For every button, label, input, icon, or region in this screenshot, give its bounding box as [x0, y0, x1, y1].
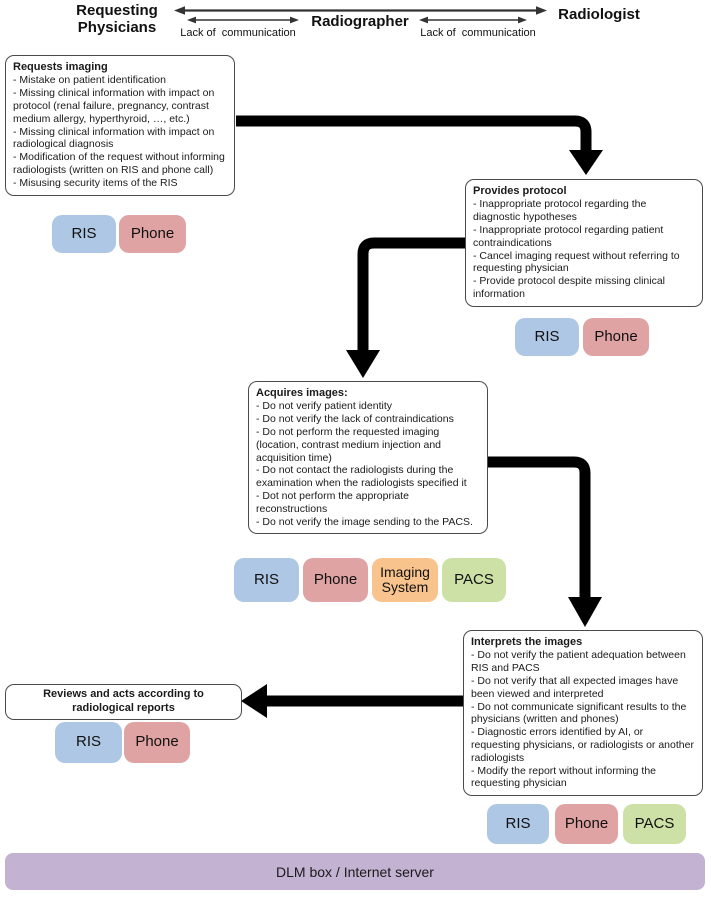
box-item: - Modification of the request without in… — [13, 151, 225, 176]
chip-phone: Phone — [583, 318, 649, 356]
lack-of-communication-label-right: Lack of communication — [420, 27, 536, 39]
box-items: - Do not verify patient identity- Do not… — [256, 400, 480, 528]
box-title: Provides protocol — [473, 185, 567, 197]
flow-arrow-4 — [241, 684, 463, 718]
box-acquires-images: Acquires images: - Do not verify patient… — [248, 381, 488, 535]
chip-phone: Phone — [124, 722, 190, 763]
chip-phone: Phone — [119, 215, 186, 253]
box-reviews-reports: Reviews and acts according to radiologic… — [5, 684, 242, 720]
box-title: Interprets the images — [471, 636, 583, 648]
box-item: - Dot not perform the appropriate recons… — [256, 489, 409, 515]
box-items: - Inappropriate protocol regarding the d… — [473, 198, 695, 300]
box-item: - Missing clinical information with impa… — [13, 87, 215, 125]
dlm-internet-server-bar: DLM box / Internet server — [5, 853, 705, 890]
communication-arrow-right — [419, 16, 527, 24]
actor-radiographer: Radiographer — [311, 13, 409, 30]
box-title: Acquires images: — [256, 387, 348, 399]
chip-phone: Phone — [303, 558, 368, 602]
box-interprets-images: Interprets the images - Do not verify th… — [463, 630, 703, 797]
box-item: - Provide protocol despite missing clini… — [473, 275, 665, 300]
box-item: - Do not contact the radiologists during… — [256, 464, 467, 490]
actor-requesting-physicians: Requesting Physicians — [76, 2, 158, 37]
box-item: - Missing clinical information with impa… — [13, 125, 215, 151]
flow-arrow-3 — [488, 456, 602, 627]
box-item: - Cancel imaging request without referri… — [473, 249, 680, 275]
chip-ris: RIS — [52, 215, 116, 253]
box-item: - Do not perform the requested imaging (… — [256, 426, 442, 464]
chip-pacs: PACS — [623, 804, 686, 844]
chip-pacs: PACS — [442, 558, 506, 602]
box-item: - Do not verify the image sending to the… — [256, 515, 473, 528]
box-requests-imaging: Requests imaging - Mistake on patient id… — [5, 55, 235, 196]
box-items: - Do not verify the patient adequation b… — [471, 649, 695, 790]
box-items: - Mistake on patient identification- Mis… — [13, 74, 227, 189]
box-item: - Do not verify patient identity — [256, 400, 392, 413]
chip-ris: RIS — [234, 558, 299, 602]
box-item: - Mistake on patient identification — [13, 74, 166, 87]
box-item: - Do not communicate significant results… — [471, 700, 687, 726]
flow-arrow-1 — [236, 115, 603, 175]
box-item: - Modify the report without informing th… — [471, 764, 657, 790]
chip-ris: RIS — [487, 804, 549, 844]
flow-arrow-2 — [346, 237, 465, 378]
box-item: - Inappropriate protocol regarding the d… — [473, 198, 647, 224]
lack-of-communication-label-left: Lack of communication — [180, 27, 296, 39]
communication-arrow-left — [187, 16, 299, 24]
box-item: - Do not verify that all expected images… — [471, 675, 679, 700]
chip-ris: RIS — [55, 722, 122, 763]
box-item: - Misusing security items of the RIS — [13, 176, 178, 189]
box-item: - Inappropriate protocol regarding patie… — [473, 224, 664, 249]
box-provides-protocol: Provides protocol - Inappropriate protoc… — [465, 179, 703, 307]
actor-radiologist: Radiologist — [558, 6, 640, 23]
box-item: - Do not verify the lack of contraindica… — [256, 413, 454, 426]
chip-imaging-system: Imaging System — [372, 558, 438, 602]
box-item: - Do not verify the patient adequation b… — [471, 649, 686, 675]
chip-phone: Phone — [555, 804, 618, 844]
box-item: - Diagnostic errors identified by AI, or… — [471, 726, 694, 764]
box-title: Reviews and acts according to radiologic… — [43, 688, 204, 714]
chip-ris: RIS — [515, 318, 579, 356]
box-title: Requests imaging — [13, 61, 108, 73]
